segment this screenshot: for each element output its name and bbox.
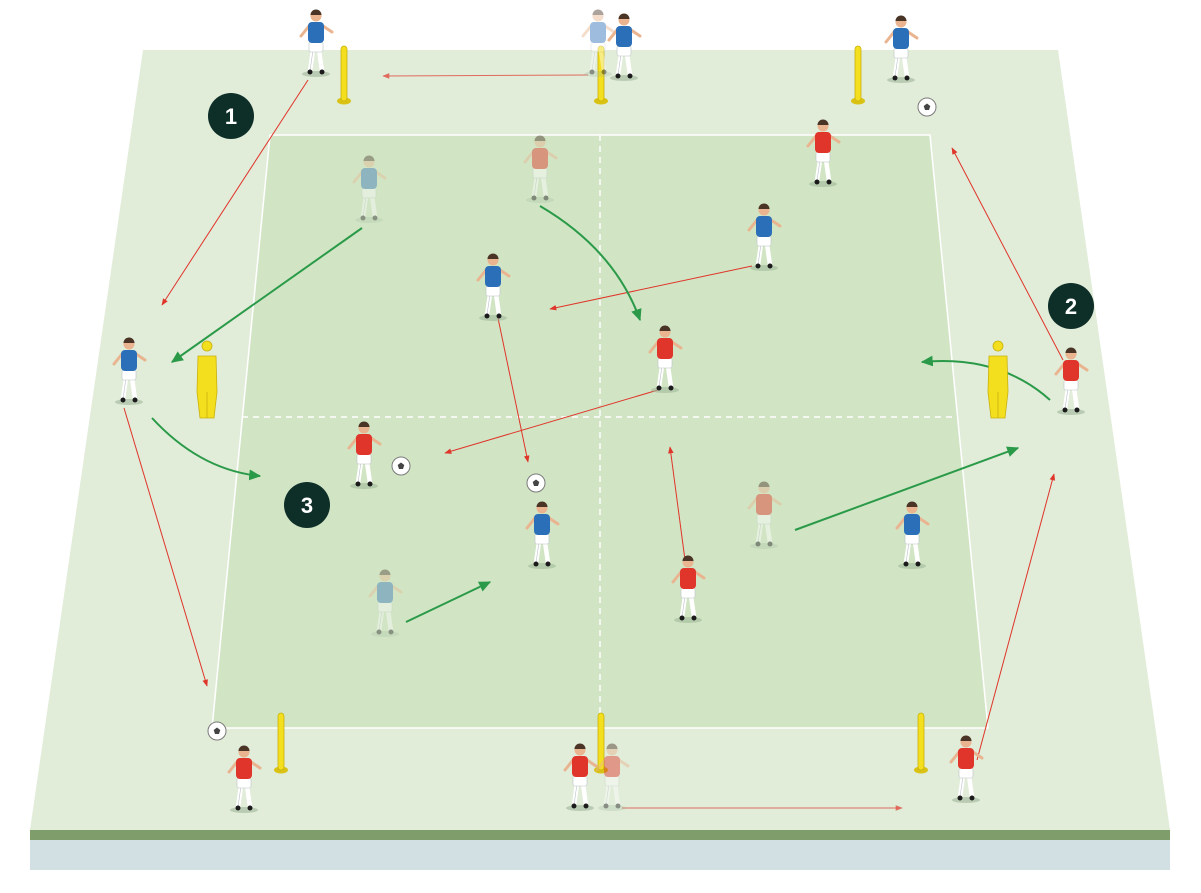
player-blue-icon	[581, 9, 616, 77]
ball-icon	[391, 456, 411, 476]
player-blue-icon	[895, 501, 930, 569]
balls-layer	[207, 97, 937, 741]
step-badge-1: 1	[208, 93, 254, 139]
step-badge-2: 2	[1048, 283, 1094, 329]
pole-icon	[914, 712, 928, 774]
pitch-base	[30, 840, 1170, 870]
pass-arrow	[976, 473, 1056, 761]
player-red-icon	[523, 135, 558, 203]
player-blue-icon	[476, 253, 511, 321]
player-red-icon	[949, 735, 984, 803]
pole-icon	[851, 45, 865, 105]
pole-icon	[594, 45, 608, 105]
step-badge-3: 3	[284, 482, 330, 528]
pitch-inner	[211, 134, 989, 729]
ball-icon	[917, 97, 937, 117]
pass-arrow	[497, 317, 530, 463]
player-red-icon	[227, 745, 262, 813]
pass-arrow	[382, 73, 589, 79]
player-blue-icon	[112, 337, 147, 405]
players-layer	[112, 9, 1089, 813]
player-blue-icon	[352, 155, 387, 223]
ball-icon	[526, 473, 546, 493]
pass-arrow	[951, 147, 1064, 361]
step-badge-1-label: 1	[225, 104, 237, 129]
player-red-icon	[671, 555, 706, 623]
run-arrow	[405, 581, 492, 623]
pole-icon	[337, 45, 351, 105]
player-blue-icon	[747, 203, 782, 271]
player-blue-icon	[607, 13, 642, 81]
player-blue-icon	[368, 569, 403, 637]
pitch-edge	[30, 830, 1170, 840]
run-arrow	[539, 205, 642, 322]
pass-arrow	[444, 389, 659, 454]
pass-arrow	[668, 446, 686, 561]
equipment-layer	[196, 45, 1009, 774]
mannequin-icon	[987, 340, 1009, 419]
ball-icon	[207, 721, 227, 741]
pass-arrow	[123, 407, 208, 687]
player-red-icon	[747, 481, 782, 549]
step-badge-3-label: 3	[301, 493, 313, 518]
pass-arrow	[161, 79, 309, 306]
player-red-icon	[648, 325, 683, 393]
player-blue-icon	[299, 9, 334, 77]
pass-arrow	[549, 265, 753, 311]
pole-icon	[594, 712, 608, 774]
player-blue-icon	[525, 501, 560, 569]
player-red-icon	[595, 743, 630, 811]
mannequin-icon	[196, 340, 218, 419]
run-arrow	[794, 446, 1020, 531]
player-red-icon	[1054, 347, 1089, 415]
player-red-icon	[806, 119, 841, 187]
player-red-icon	[347, 421, 382, 489]
player-red-icon	[563, 743, 598, 811]
runs-layer	[151, 205, 1051, 623]
pole-icon	[274, 712, 288, 774]
step-badge-2-label: 2	[1065, 294, 1077, 319]
run-arrow	[151, 417, 262, 481]
passes-layer	[123, 73, 1064, 811]
player-blue-icon	[884, 15, 919, 83]
run-arrow	[171, 227, 363, 363]
